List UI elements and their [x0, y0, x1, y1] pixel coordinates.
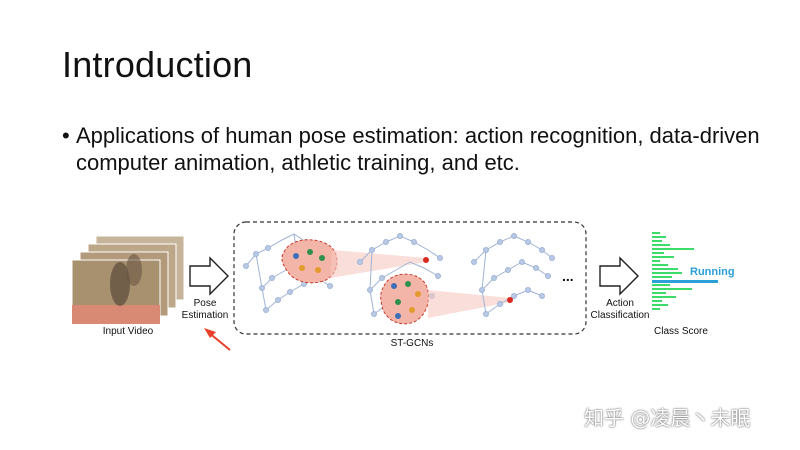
- bullet-symbol: •: [62, 123, 70, 148]
- highlight-nodes-1: [293, 249, 325, 273]
- annotation-arrow: [204, 328, 231, 351]
- class-score-bars: [652, 232, 694, 310]
- action-label-line1: Action: [606, 298, 634, 309]
- bullet-item: • Applications of human pose estimation:…: [62, 122, 762, 176]
- running-label: Running: [690, 266, 735, 278]
- pose-estimation-label: Pose Estimation: [176, 298, 234, 322]
- highlight-nodes-2: [391, 281, 421, 319]
- running-score-bar: [652, 280, 718, 283]
- pose-label-line1: Pose: [193, 298, 217, 309]
- stgcn-label: ST-GCNs: [390, 338, 434, 349]
- action-label-line2: Classification: [590, 310, 650, 321]
- target-node-1: [423, 257, 429, 263]
- ellipsis: ...: [562, 268, 574, 284]
- class-score-label: Class Score: [654, 326, 708, 337]
- slide-title: Introduction: [62, 44, 253, 85]
- highlight-region-2: [380, 273, 430, 325]
- input-video-label: Input Video: [102, 326, 154, 337]
- watermark: 知乎 @凌晨丶未眠: [584, 406, 751, 430]
- pose-estimation-arrow: [189, 256, 229, 296]
- projection-2: [428, 290, 510, 318]
- action-classification-arrow: [599, 256, 639, 296]
- highlight-region-1: [281, 239, 338, 284]
- bullet-text: Applications of human pose estimation: a…: [76, 123, 760, 175]
- stgcn-box: [233, 221, 587, 335]
- input-video-frames: [71, 235, 185, 325]
- action-classification-label: Action Classification: [584, 298, 656, 322]
- projection-1: [330, 250, 426, 278]
- target-node-2: [507, 297, 513, 303]
- st-graph-3: [471, 233, 555, 317]
- pose-label-line2: Estimation: [181, 310, 229, 321]
